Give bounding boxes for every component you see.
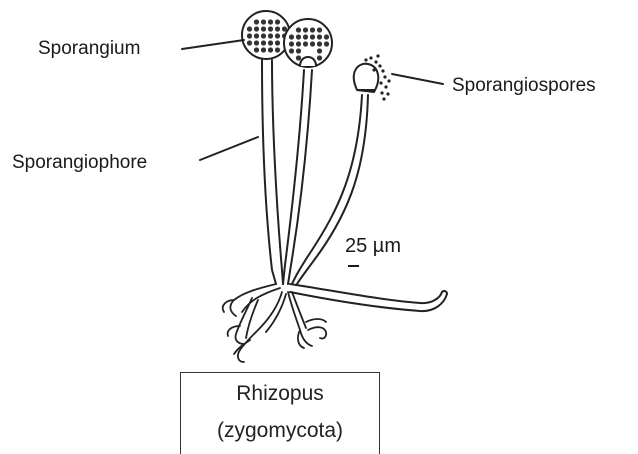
scale-bar-label: 25 µm: [345, 236, 401, 256]
label-sporangiospores: Sporangiospores: [452, 76, 596, 95]
leader-sporangium: [182, 40, 244, 49]
spore-dot: [275, 47, 280, 52]
spore-dot: [254, 40, 259, 45]
sporangiophore-left: [262, 60, 283, 284]
spore-dot: [254, 47, 259, 52]
spore-dot: [261, 26, 266, 31]
spore-dot: [268, 19, 273, 24]
spore-dot: [296, 41, 301, 46]
label-sporangiophore: Sporangiophore: [12, 153, 147, 172]
spore-dot: [254, 33, 259, 38]
spore-dot: [317, 34, 322, 39]
spore-dot: [289, 41, 294, 46]
spore-dot: [268, 40, 273, 45]
label-sporangium: Sporangium: [38, 39, 140, 58]
caption-box: Rhizopus (zygomycota): [180, 372, 380, 454]
spore-dot: [268, 33, 273, 38]
sporangiophore-middle: [283, 70, 312, 284]
spore-dot: [275, 40, 280, 45]
spore-dot: [296, 34, 301, 39]
spore-dot: [310, 41, 315, 46]
spore-dot: [317, 55, 322, 60]
spore-dot: [303, 34, 308, 39]
spore-dot: [296, 27, 301, 32]
scale-bar: [348, 265, 359, 267]
spore-dot: [261, 40, 266, 45]
sporangium-left: [242, 11, 290, 59]
spore-dot: [296, 48, 301, 53]
spore-dot: [254, 19, 259, 24]
spore-dot: [275, 26, 280, 31]
spore-dot: [303, 41, 308, 46]
spore-dot: [261, 47, 266, 52]
spore-dot: [268, 47, 273, 52]
caption-genus: Rhizopus: [236, 383, 324, 404]
spore-dot: [261, 33, 266, 38]
spore-dot: [289, 48, 294, 53]
spore-dot: [268, 26, 273, 31]
spore-dot: [247, 26, 252, 31]
spore-dot: [324, 34, 329, 39]
leader-sporangiophore: [200, 137, 258, 160]
spore-dot: [317, 41, 322, 46]
spore-dot: [254, 26, 259, 31]
spore-dot: [317, 27, 322, 32]
caption-phylum: (zygomycota): [217, 420, 343, 441]
spore-dot: [310, 27, 315, 32]
spore-dot: [275, 19, 280, 24]
stolon: [290, 284, 447, 311]
sporangium-middle: [284, 19, 332, 67]
spore-dot: [289, 34, 294, 39]
spore-dot: [324, 41, 329, 46]
spore-dot: [296, 55, 301, 60]
spore-dot: [247, 40, 252, 45]
spore-dot: [275, 33, 280, 38]
spore-dot: [310, 34, 315, 39]
spore-dot: [247, 33, 252, 38]
columella-right: [354, 64, 378, 92]
spore-dot: [317, 48, 322, 53]
leader-sporangiospores: [392, 74, 443, 84]
spore-dot: [261, 19, 266, 24]
spore-dot: [303, 27, 308, 32]
